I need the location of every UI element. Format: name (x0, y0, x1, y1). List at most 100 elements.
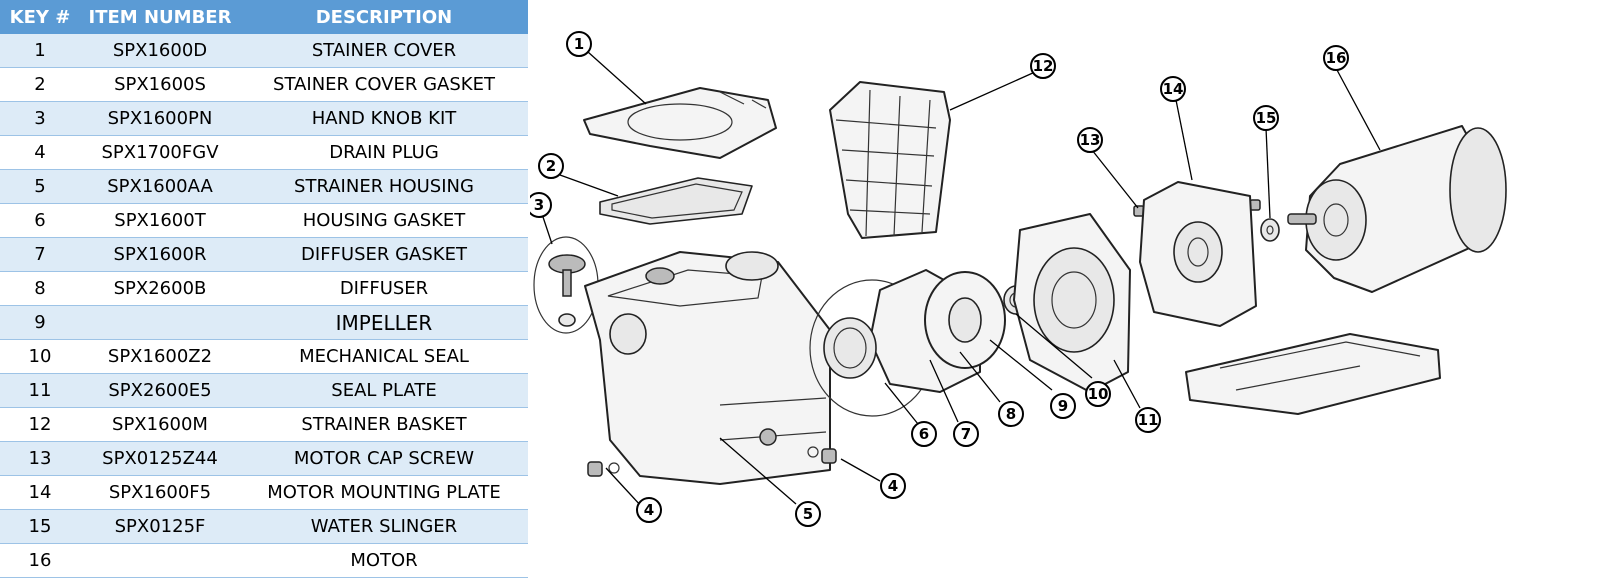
key-cell: 1 (0, 34, 80, 68)
svg-text:2: 2 (546, 157, 556, 175)
table-row: 16 MOTOR (0, 543, 528, 578)
callout-4-right: 4 (880, 473, 906, 499)
description-cell: MOTOR MOUNTING PLATE (240, 475, 528, 510)
svg-text:12: 12 (1033, 57, 1054, 75)
item-number-cell (80, 543, 240, 578)
callout-10: 10 (1085, 381, 1111, 407)
svg-text:3: 3 (534, 196, 544, 214)
item-number-cell: SPX1600M (80, 407, 240, 442)
item-number-cell: SPX1600T (80, 203, 240, 238)
header-item-number: ITEM NUMBER (80, 0, 240, 34)
description-cell: STRAINER BASKET (240, 407, 528, 442)
table-header-row: KEY # ITEM NUMBER DESCRIPTION (0, 0, 528, 34)
key-cell: 11 (0, 373, 80, 408)
callout-7: 7 (953, 421, 979, 447)
svg-text:6: 6 (919, 425, 929, 443)
callout-15: 15 (1253, 105, 1279, 131)
svg-text:8: 8 (1006, 405, 1016, 423)
item-number-cell (80, 305, 240, 340)
callout-1: 1 (566, 31, 592, 57)
item-number-cell: SPX2600B (80, 271, 240, 306)
key-cell: 4 (0, 135, 80, 170)
key-cell: 10 (0, 339, 80, 374)
callout-5: 5 (795, 501, 821, 527)
header-description: DESCRIPTION (240, 0, 528, 34)
item-number-cell: SPX1600R (80, 237, 240, 272)
cover-gasket-part (599, 177, 753, 225)
svg-text:5: 5 (803, 505, 813, 523)
item-number-cell: SPX1600AA (80, 169, 240, 204)
description-cell: WATER SLINGER (240, 509, 528, 544)
key-cell: 3 (0, 101, 80, 136)
impeller-part (924, 271, 1006, 369)
description-cell: STAINER COVER (240, 34, 528, 68)
svg-text:13: 13 (1080, 131, 1101, 149)
callout-6: 6 (911, 421, 937, 447)
description-cell: SEAL PLATE (240, 373, 528, 408)
key-cell: 14 (0, 475, 80, 510)
description-cell: HOUSING GASKET (240, 203, 528, 238)
callout-13: 13 (1077, 127, 1103, 153)
key-cell: 16 (0, 543, 80, 578)
callout-4-left: 4 (636, 497, 662, 523)
callout-2: 2 (538, 153, 564, 179)
callout-12: 12 (1030, 53, 1056, 79)
strainer-basket-part (829, 81, 951, 239)
motor-mounting-plate-part (1139, 181, 1257, 327)
key-cell: 6 (0, 203, 80, 238)
key-cell: 8 (0, 271, 80, 306)
description-cell: MOTOR (240, 543, 528, 578)
callout-9: 9 (1050, 393, 1076, 419)
callout-8: 8 (998, 401, 1024, 427)
item-number-cell: SPX0125F (80, 509, 240, 544)
description-cell: MOTOR CAP SCREW (240, 441, 528, 476)
drain-plug-part-right (807, 446, 837, 464)
description-cell: IMPELLER (240, 305, 528, 340)
description-cell: DIFFUSER GASKET (240, 237, 528, 272)
svg-text:11: 11 (1138, 411, 1159, 429)
description-cell: MECHANICAL SEAL (240, 339, 528, 374)
svg-text:16: 16 (1326, 49, 1347, 67)
item-number-cell: SPX1600S (80, 67, 240, 102)
description-cell: DRAIN PLUG (240, 135, 528, 170)
key-cell: 7 (0, 237, 80, 272)
svg-text:4: 4 (644, 501, 654, 519)
svg-text:7: 7 (961, 425, 971, 443)
strainer-housing-part (584, 251, 831, 485)
item-number-cell: SPX1600PN (80, 101, 240, 136)
water-slinger-part (1260, 218, 1280, 242)
key-cell: 5 (0, 169, 80, 204)
description-cell: HAND KNOB KIT (240, 101, 528, 136)
key-cell: 2 (0, 67, 80, 102)
leader-lines (541, 51, 1381, 508)
item-number-cell: SPX1700FGV (80, 135, 240, 170)
item-number-cell: SPX1600Z2 (80, 339, 240, 374)
key-cell: 12 (0, 407, 80, 442)
strainer-cover-part (583, 87, 777, 159)
hand-knob-part (533, 236, 599, 334)
item-number-cell: SPX1600D (80, 34, 240, 68)
callout-3: 3 (530, 192, 552, 218)
header-key: KEY # (0, 0, 80, 34)
callout-16: 16 (1323, 45, 1349, 71)
key-cell: 13 (0, 441, 80, 476)
svg-text:10: 10 (1088, 385, 1109, 403)
item-number-cell: SPX0125Z44 (80, 441, 240, 476)
seal-plate-part (1013, 213, 1131, 393)
description-cell: STRAINER HOUSING (240, 169, 528, 204)
motor-base-part (1185, 333, 1441, 415)
item-number-cell: SPX1600F5 (80, 475, 240, 510)
